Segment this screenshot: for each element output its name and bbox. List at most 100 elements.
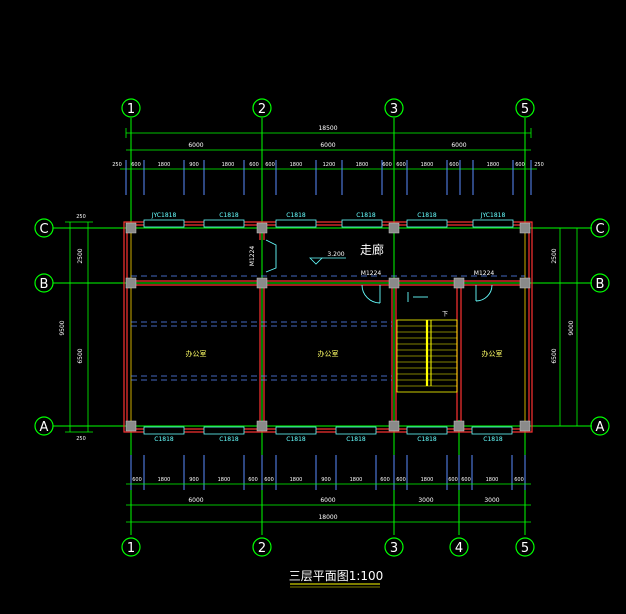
window-label: C1818	[286, 436, 306, 443]
door-label-m1224-center: M1224	[361, 270, 382, 277]
bottom-detail-dim: 1800	[290, 477, 303, 483]
door-label-m1224-left: M1224	[249, 246, 256, 267]
bottom-detail-dimensions: 600 1800 900 1800 600 600 1800 900 1800 …	[132, 477, 524, 483]
bottom-axis-label-3: 3	[390, 541, 398, 556]
bottom-detail-dim: 1800	[421, 477, 434, 483]
top-span-dimension-3: 6000	[451, 142, 466, 149]
bottom-detail-dim: 600	[514, 477, 524, 483]
side-dimension-lines	[65, 221, 578, 433]
beam-dashed-lines	[131, 275, 525, 381]
window-label: JYC1818	[151, 212, 177, 219]
top-windows	[143, 219, 514, 228]
right-row-label-a: A	[596, 420, 605, 435]
room-label-office-3: 办公室	[482, 349, 503, 358]
top-axis-label-2: 2	[258, 102, 266, 117]
top-window-labels: JYC1818 C1818 C1818 C1818 C1818 JYC1818	[151, 212, 506, 219]
room-label-office-1: 办公室	[186, 349, 207, 358]
right-span-dimension-1: 2500	[551, 248, 558, 263]
right-span-dimension-2: 6500	[551, 348, 558, 363]
window-label: C1818	[483, 436, 503, 443]
bottom-detail-dim: 600	[448, 477, 458, 483]
top-detail-dim: 250	[112, 162, 122, 168]
window-label: C1818	[356, 212, 376, 219]
bottom-detail-dim: 600	[396, 477, 406, 483]
bottom-window-labels: C1818 C1818 C1818 C1818 C1818 C1818	[154, 436, 503, 443]
window-label: C1818	[154, 436, 174, 443]
right-total-dimension: 9000	[568, 320, 575, 335]
bottom-axis-bubbles	[121, 537, 535, 557]
stair	[396, 319, 458, 393]
window-label: C1818	[219, 436, 239, 443]
top-axis-bubbles	[121, 98, 535, 118]
top-detail-dim: 1800	[421, 162, 434, 168]
bottom-detail-dim: 600	[380, 477, 390, 483]
row-axis-bubbles	[34, 218, 610, 436]
bottom-total-dimension: 18000	[318, 514, 337, 521]
bottom-detail-dim: 900	[189, 477, 199, 483]
door-label-m1224-right: M1224	[474, 270, 495, 277]
bottom-span-dimension-1: 6000	[188, 497, 203, 504]
right-row-label-c: C	[595, 222, 604, 237]
top-detail-dim: 900	[189, 162, 199, 168]
left-edge-dimension-top: 250	[76, 214, 86, 220]
top-detail-dim: 600	[131, 162, 141, 168]
left-total-dimension: 9500	[59, 320, 66, 335]
columns	[125, 222, 531, 432]
stair-direction-label: 下	[442, 311, 448, 318]
bottom-detail-dim: 600	[248, 477, 258, 483]
top-detail-dim: 600	[249, 162, 259, 168]
bottom-span-dimension-2: 6000	[320, 497, 335, 504]
top-dimension-ticks	[125, 160, 532, 195]
top-total-dimension: 18500	[318, 125, 337, 132]
bottom-detail-dim: 900	[321, 477, 331, 483]
left-row-label-c: C	[39, 222, 48, 237]
left-span-dimension-1: 2500	[77, 248, 84, 263]
bottom-detail-dim: 600	[132, 477, 142, 483]
horizontal-axis-lines	[53, 227, 592, 427]
window-label: C1818	[417, 212, 437, 219]
bottom-detail-dim: 1800	[350, 477, 363, 483]
window-label: C1818	[417, 436, 437, 443]
bottom-axis-label-2: 2	[258, 541, 266, 556]
window-label: JYC1818	[480, 212, 506, 219]
top-detail-dim: 1800	[158, 162, 171, 168]
bottom-dimension-ticks	[130, 455, 526, 490]
wall-edge-lines	[130, 228, 526, 426]
top-detail-dimensions: 250 600 1800 900 1800 600 600 1800 1200 …	[112, 162, 544, 168]
top-detail-dim: 600	[515, 162, 525, 168]
corridor-label: 走廊	[360, 242, 384, 257]
top-detail-dim: 600	[449, 162, 459, 168]
top-span-dimension-2: 6000	[320, 142, 335, 149]
level-marker	[309, 257, 346, 265]
level-label: 3.200	[327, 251, 344, 258]
top-axis-label-1: 1	[127, 102, 135, 117]
bottom-detail-dim: 1800	[218, 477, 231, 483]
window-label: C1818	[346, 436, 366, 443]
bottom-detail-dim: 600	[461, 477, 471, 483]
top-detail-dim: 600	[396, 162, 406, 168]
room-label-office-2: 办公室	[318, 349, 339, 358]
bottom-windows	[143, 426, 513, 435]
top-span-dimension-1: 6000	[188, 142, 203, 149]
top-detail-dim: 1200	[323, 162, 336, 168]
bottom-detail-dim: 1800	[486, 477, 499, 483]
bottom-dimension-lines	[126, 483, 531, 523]
top-detail-dim: 1800	[222, 162, 235, 168]
bottom-axis-label-5: 5	[521, 541, 529, 556]
left-span-dimension-2: 6500	[77, 348, 84, 363]
top-detail-dim: 600	[265, 162, 275, 168]
right-row-label-b: B	[596, 277, 605, 292]
vertical-axis-lines	[130, 118, 526, 535]
left-row-label-b: B	[40, 277, 49, 292]
drawing-title: 三层平面图1:100	[289, 569, 384, 583]
top-detail-dim: 250	[534, 162, 544, 168]
bottom-axis-label-4: 4	[455, 541, 463, 556]
top-detail-dim: 1800	[487, 162, 500, 168]
top-detail-dim: 600	[382, 162, 392, 168]
top-axis-label-3: 3	[390, 102, 398, 117]
top-axis-label-5: 5	[521, 102, 529, 117]
left-row-label-a: A	[40, 420, 49, 435]
top-dimension-lines	[120, 128, 537, 170]
doors	[265, 239, 493, 304]
